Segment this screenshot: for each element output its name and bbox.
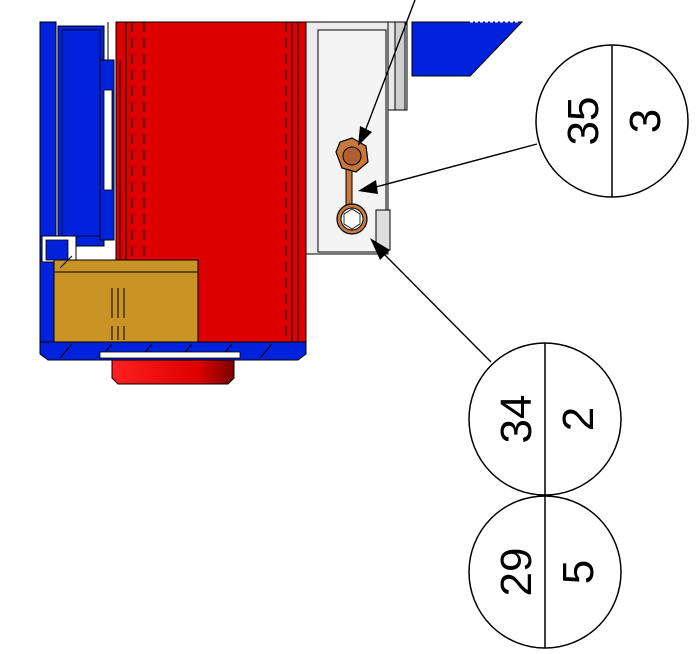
gold-block bbox=[53, 255, 199, 345]
balloon-quantity: 3 bbox=[621, 109, 670, 133]
left-housing bbox=[39, 21, 117, 343]
balloon-29-5: 29 5 bbox=[468, 495, 622, 649]
balloon-item-number: 29 bbox=[492, 548, 541, 597]
balloon-quantity: 2 bbox=[554, 407, 603, 431]
screw-assembly bbox=[335, 137, 369, 235]
balloon-item-number: 35 bbox=[559, 97, 608, 146]
red-cap bbox=[111, 359, 235, 385]
blue-bracket bbox=[411, 21, 524, 77]
balloon-quantity: 5 bbox=[554, 560, 603, 584]
blue-base bbox=[39, 341, 307, 361]
leader-lines bbox=[358, 0, 538, 363]
balloon-35-3: 35 3 bbox=[535, 44, 689, 198]
balloon-34-2: 34 2 bbox=[468, 342, 622, 496]
balloon-item-number: 34 bbox=[492, 395, 541, 444]
